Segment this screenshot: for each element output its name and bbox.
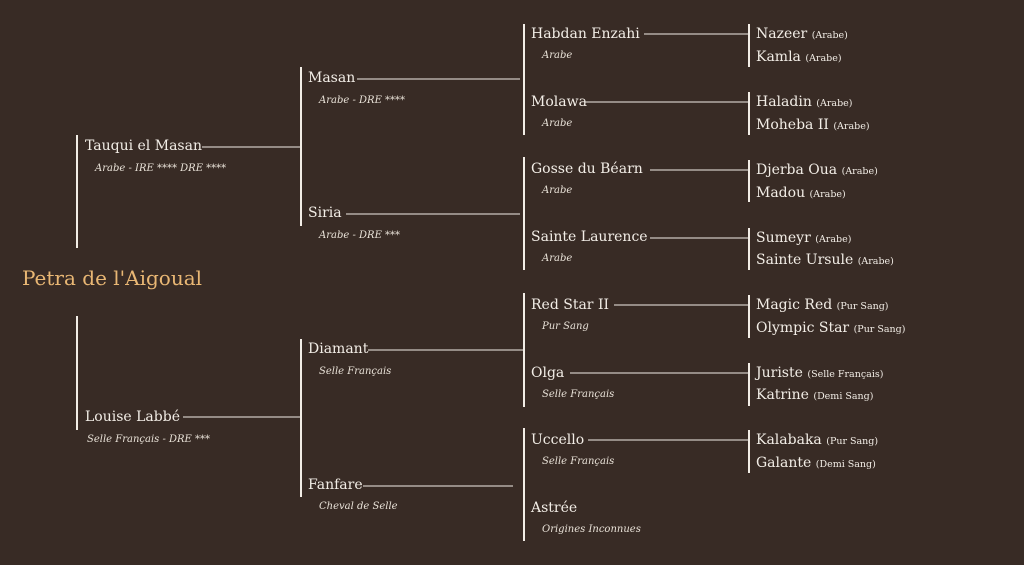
sire-breed: Arabe - IRE **** DRE **** <box>95 163 227 174</box>
great-grandparent-breed: Selle Français <box>542 389 615 400</box>
ancestor-name: Nazeer <box>756 26 808 42</box>
grandparent-breed: Cheval de Selle <box>319 501 398 512</box>
ancestor-breed: (Arabe) <box>815 234 852 245</box>
ancestor-breed: (Pur Sang) <box>836 301 889 312</box>
grandparent-breed: Arabe - DRE **** <box>319 95 406 106</box>
ancestor-name: Katrine <box>756 387 809 403</box>
ancestor-name: Haladin <box>756 94 812 110</box>
great-grandparent-breed: Arabe <box>542 118 573 129</box>
great-grandparent-name: Habdan Enzahi <box>531 26 640 42</box>
grandparent-breed: Arabe - DRE *** <box>319 230 401 241</box>
ancestor-name: Sainte Ursule <box>756 252 854 268</box>
ancestor-name: Sumeyr <box>756 230 811 246</box>
grandparent-name: Siria <box>308 205 342 221</box>
ancestor-entry: Sumeyr (Arabe) <box>756 229 851 249</box>
dam-breed: Selle Français - DRE *** <box>87 434 211 445</box>
ancestor-entry: Juriste (Selle Français) <box>756 364 883 384</box>
great-grandparent-breed: Selle Français <box>542 456 615 467</box>
great-grandparent-name: Gosse du Béarn <box>531 161 643 177</box>
great-grandparent-name: Uccello <box>531 432 585 448</box>
great-grandparent-name: Molawa <box>531 94 587 110</box>
ancestor-name: Magic Red <box>756 297 833 313</box>
great-grandparent-name: Olga <box>531 365 565 381</box>
great-grandparent-breed: Pur Sang <box>542 321 589 332</box>
ancestor-name: Moheba II <box>756 117 829 133</box>
ancestor-name: Djerba Oua <box>756 162 838 178</box>
grandparent-name: Diamant <box>308 341 369 357</box>
grandparent-name: Masan <box>308 70 356 86</box>
ancestor-entry: Haladin (Arabe) <box>756 93 852 113</box>
great-grandparent-name: Sainte Laurence <box>531 229 648 245</box>
ancestor-name: Kalabaka <box>756 432 822 448</box>
ancestor-breed: (Demi Sang) <box>813 391 874 402</box>
great-grandparent-breed: Arabe <box>542 185 573 196</box>
ancestor-breed: (Arabe) <box>857 256 894 267</box>
ancestor-entry: Sainte Ursule (Arabe) <box>756 251 894 271</box>
ancestor-breed: (Pur Sang) <box>853 324 906 335</box>
dam-name: Louise Labbé <box>85 409 180 425</box>
ancestor-name: Olympic Star <box>756 320 850 336</box>
ancestor-entry: Moheba II (Arabe) <box>756 116 870 136</box>
ancestor-breed: (Arabe) <box>805 53 842 64</box>
ancestor-breed: (Arabe) <box>816 98 853 109</box>
great-grandparent-name: Astrée <box>531 500 578 516</box>
ancestor-breed: (Arabe) <box>811 30 848 41</box>
ancestor-entry: Olympic Star (Pur Sang) <box>756 319 905 339</box>
great-grandparent-breed: Arabe <box>542 253 573 264</box>
ancestor-entry: Magic Red (Pur Sang) <box>756 296 889 316</box>
ancestor-name: Galante <box>756 455 812 471</box>
subject-name: Petra de l'Aigoual <box>22 266 203 290</box>
sire-name: Tauqui el Masan <box>85 138 202 154</box>
ancestor-entry: Katrine (Demi Sang) <box>756 386 873 406</box>
ancestor-entry: Nazeer (Arabe) <box>756 25 848 45</box>
ancestor-breed: (Arabe) <box>833 121 870 132</box>
ancestor-breed: (Arabe) <box>841 166 878 177</box>
ancestor-entry: Kamla (Arabe) <box>756 48 842 68</box>
ancestor-entry: Madou (Arabe) <box>756 184 846 204</box>
grandparent-name: Fanfare <box>308 477 363 493</box>
ancestor-entry: Djerba Oua (Arabe) <box>756 161 878 181</box>
ancestor-name: Kamla <box>756 49 801 65</box>
ancestor-breed: (Arabe) <box>809 189 846 200</box>
ancestor-name: Juriste <box>756 365 803 381</box>
great-grandparent-name: Red Star II <box>531 297 610 313</box>
ancestor-entry: Kalabaka (Pur Sang) <box>756 431 878 451</box>
ancestor-breed: (Pur Sang) <box>826 436 879 447</box>
ancestor-breed: (Selle Français) <box>807 369 884 380</box>
ancestor-name: Madou <box>756 185 806 201</box>
great-grandparent-breed: Arabe <box>542 50 573 61</box>
ancestor-entry: Galante (Demi Sang) <box>756 454 876 474</box>
ancestor-breed: (Demi Sang) <box>815 459 876 470</box>
grandparent-breed: Selle Français <box>319 366 392 377</box>
great-grandparent-breed: Origines Inconnues <box>542 524 641 535</box>
